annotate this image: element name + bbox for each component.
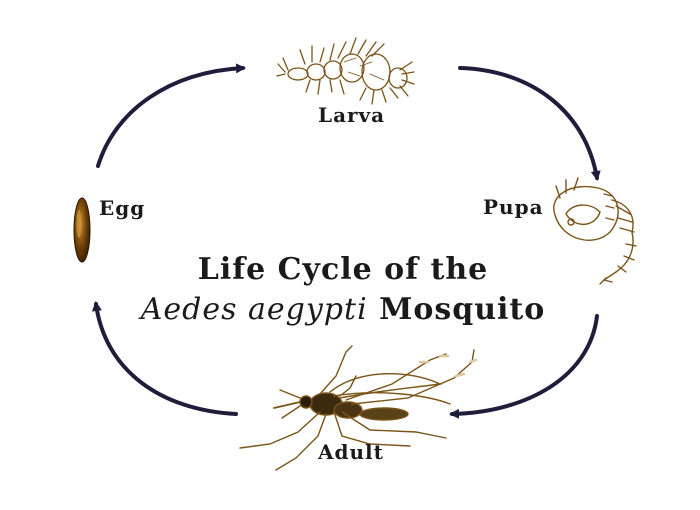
diagram-title: Life Cycle of the Aedes aegypti Mosquito <box>0 250 686 330</box>
title-line-2: Aedes aegypti Mosquito <box>0 290 686 330</box>
arrow-adult-to-egg <box>91 301 238 416</box>
arrow-pupa-to-adult <box>449 314 599 419</box>
stage-label-egg: Egg <box>99 196 146 220</box>
adult-mosquito-illustration <box>239 345 478 471</box>
larva-illustration <box>276 37 415 105</box>
pupa-illustration <box>553 177 637 285</box>
cycle-arrows <box>91 63 601 419</box>
arrow-egg-to-larva <box>96 63 246 168</box>
title-line-1: Life Cycle of the <box>197 252 489 287</box>
title-species-name: Aedes aegypti <box>140 292 368 327</box>
title-suffix: Mosquito <box>379 292 546 327</box>
stage-label-pupa: Pupa <box>483 195 544 219</box>
stage-label-larva: Larva <box>318 103 386 127</box>
arrow-larva-to-pupa <box>458 66 601 181</box>
stage-label-adult: Adult <box>318 440 384 464</box>
egg-illustration <box>73 197 91 263</box>
